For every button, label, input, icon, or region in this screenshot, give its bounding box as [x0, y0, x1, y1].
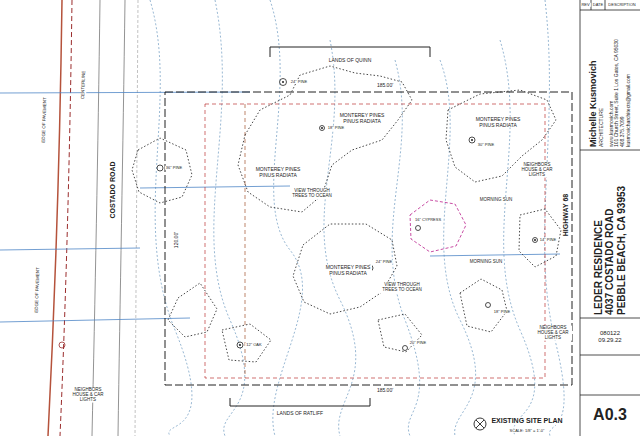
tree-canopies: [132, 66, 561, 362]
tree-tag: 16" CYPRESS: [414, 218, 442, 222]
north-arrow: [474, 418, 486, 430]
dimension: 185.00': [376, 83, 394, 89]
road-line-label: EDGE OF PAVEMENT: [42, 96, 49, 144]
dimension: 185.00': [376, 388, 394, 394]
tree-tag: 24" PINE: [375, 260, 393, 264]
tree-tag: 36" PINE: [165, 166, 183, 170]
block-text: 4037 COSTADO ROAD: [604, 208, 616, 315]
contour-lines: [150, 0, 564, 436]
block-heading: LEDER RESIDENCE: [593, 220, 605, 315]
property-line: [165, 92, 572, 385]
tree-tag: 14" PINE: [539, 238, 557, 242]
drawing-title: EXISTING SITE PLAN: [490, 417, 563, 425]
tree-dots: [239, 81, 536, 346]
scale-note: SCALE: 1/8" = 1'-0": [509, 429, 546, 433]
sun-note: MORNING SUN: [469, 260, 504, 265]
tree-tag: 20" PINE: [409, 341, 427, 345]
adjacent-parcel: LANDS OF QUINN: [328, 58, 373, 64]
road-name: HIGHWAY 68: [562, 193, 570, 237]
light-note: NEIGHBORS HOUSE & CAR LIGHTS: [65, 388, 111, 403]
project-block: LEDER RESIDENCE4037 COSTADO ROADPEBBLE B…: [580, 150, 640, 318]
sun-note: MORNING SUN: [479, 198, 514, 203]
architect-block: Michelle KusmovichARCHITECTUREwww.kusmov…: [580, 10, 640, 150]
title-block: [580, 0, 640, 436]
survey-point: [59, 342, 65, 348]
tree-tag: 30" PINE: [477, 143, 495, 147]
bracket: [270, 47, 430, 57]
block-heading: A0.3: [593, 406, 627, 424]
setback-line: [205, 104, 545, 378]
block-text: 09.29.22: [598, 337, 621, 344]
tree-tag: 24" PINE: [290, 80, 308, 84]
tree-group-label: MONTEREY PINES PINUS RADIATA: [254, 167, 302, 178]
bracket: [230, 398, 370, 406]
block-heading: Michelle Kusmovich: [588, 60, 598, 147]
road-line-label: CENTERLINE: [81, 70, 87, 101]
tree-tag: 18" PINE: [493, 310, 511, 314]
date-block: 08012209.29.22: [580, 318, 640, 355]
road-name: COSTADO ROAD: [109, 160, 117, 219]
canopy-highlight: [410, 200, 466, 252]
light-note: NEIGHBORS HOUSE & CAR LIGHTS: [534, 326, 572, 341]
tree-symbols: [157, 79, 538, 351]
block-text: ARCHITECTURE: [599, 108, 605, 147]
block-text: kusmovicharchitects@gmail.com: [626, 74, 632, 147]
revision-header: DESCRIPTION: [607, 3, 636, 7]
revision-header: DATE: [592, 3, 604, 7]
tree-tag: 18" PINE: [327, 126, 345, 130]
road-lines: [48, 0, 138, 436]
adjacent-parcel: LANDS OF RATLIFF: [276, 411, 324, 417]
easement-line: [245, 104, 246, 378]
sheet-number-block: A0.3: [580, 395, 640, 436]
tree-group-label: MONTEREY PINES PINUS RADIATA: [338, 113, 386, 124]
revision-header: REV: [580, 3, 590, 7]
road-line-label: EDGE OF PAVEMENT: [35, 266, 42, 314]
dimension: 120.00': [174, 231, 180, 249]
view-lines: [0, 92, 560, 322]
tree-tag: 12" OAK: [245, 343, 262, 347]
light-note: NEIGHBORS HOUSE & CAR LIGHTS: [516, 163, 558, 178]
block-text: PEBBLE BEACH, CA 93953: [616, 186, 628, 315]
block-heading: 080122: [600, 330, 620, 337]
view-note: VIEW THROUGH TREES TO OCEAN: [289, 189, 335, 199]
tree-group-label: MONTEREY PINES PINUS RADIATA: [474, 117, 522, 128]
tree-group-label: MONTEREY PINES PINUS RADIATA: [324, 265, 372, 276]
view-note: VIEW THROUGH TREES TO OCEAN: [379, 283, 425, 293]
